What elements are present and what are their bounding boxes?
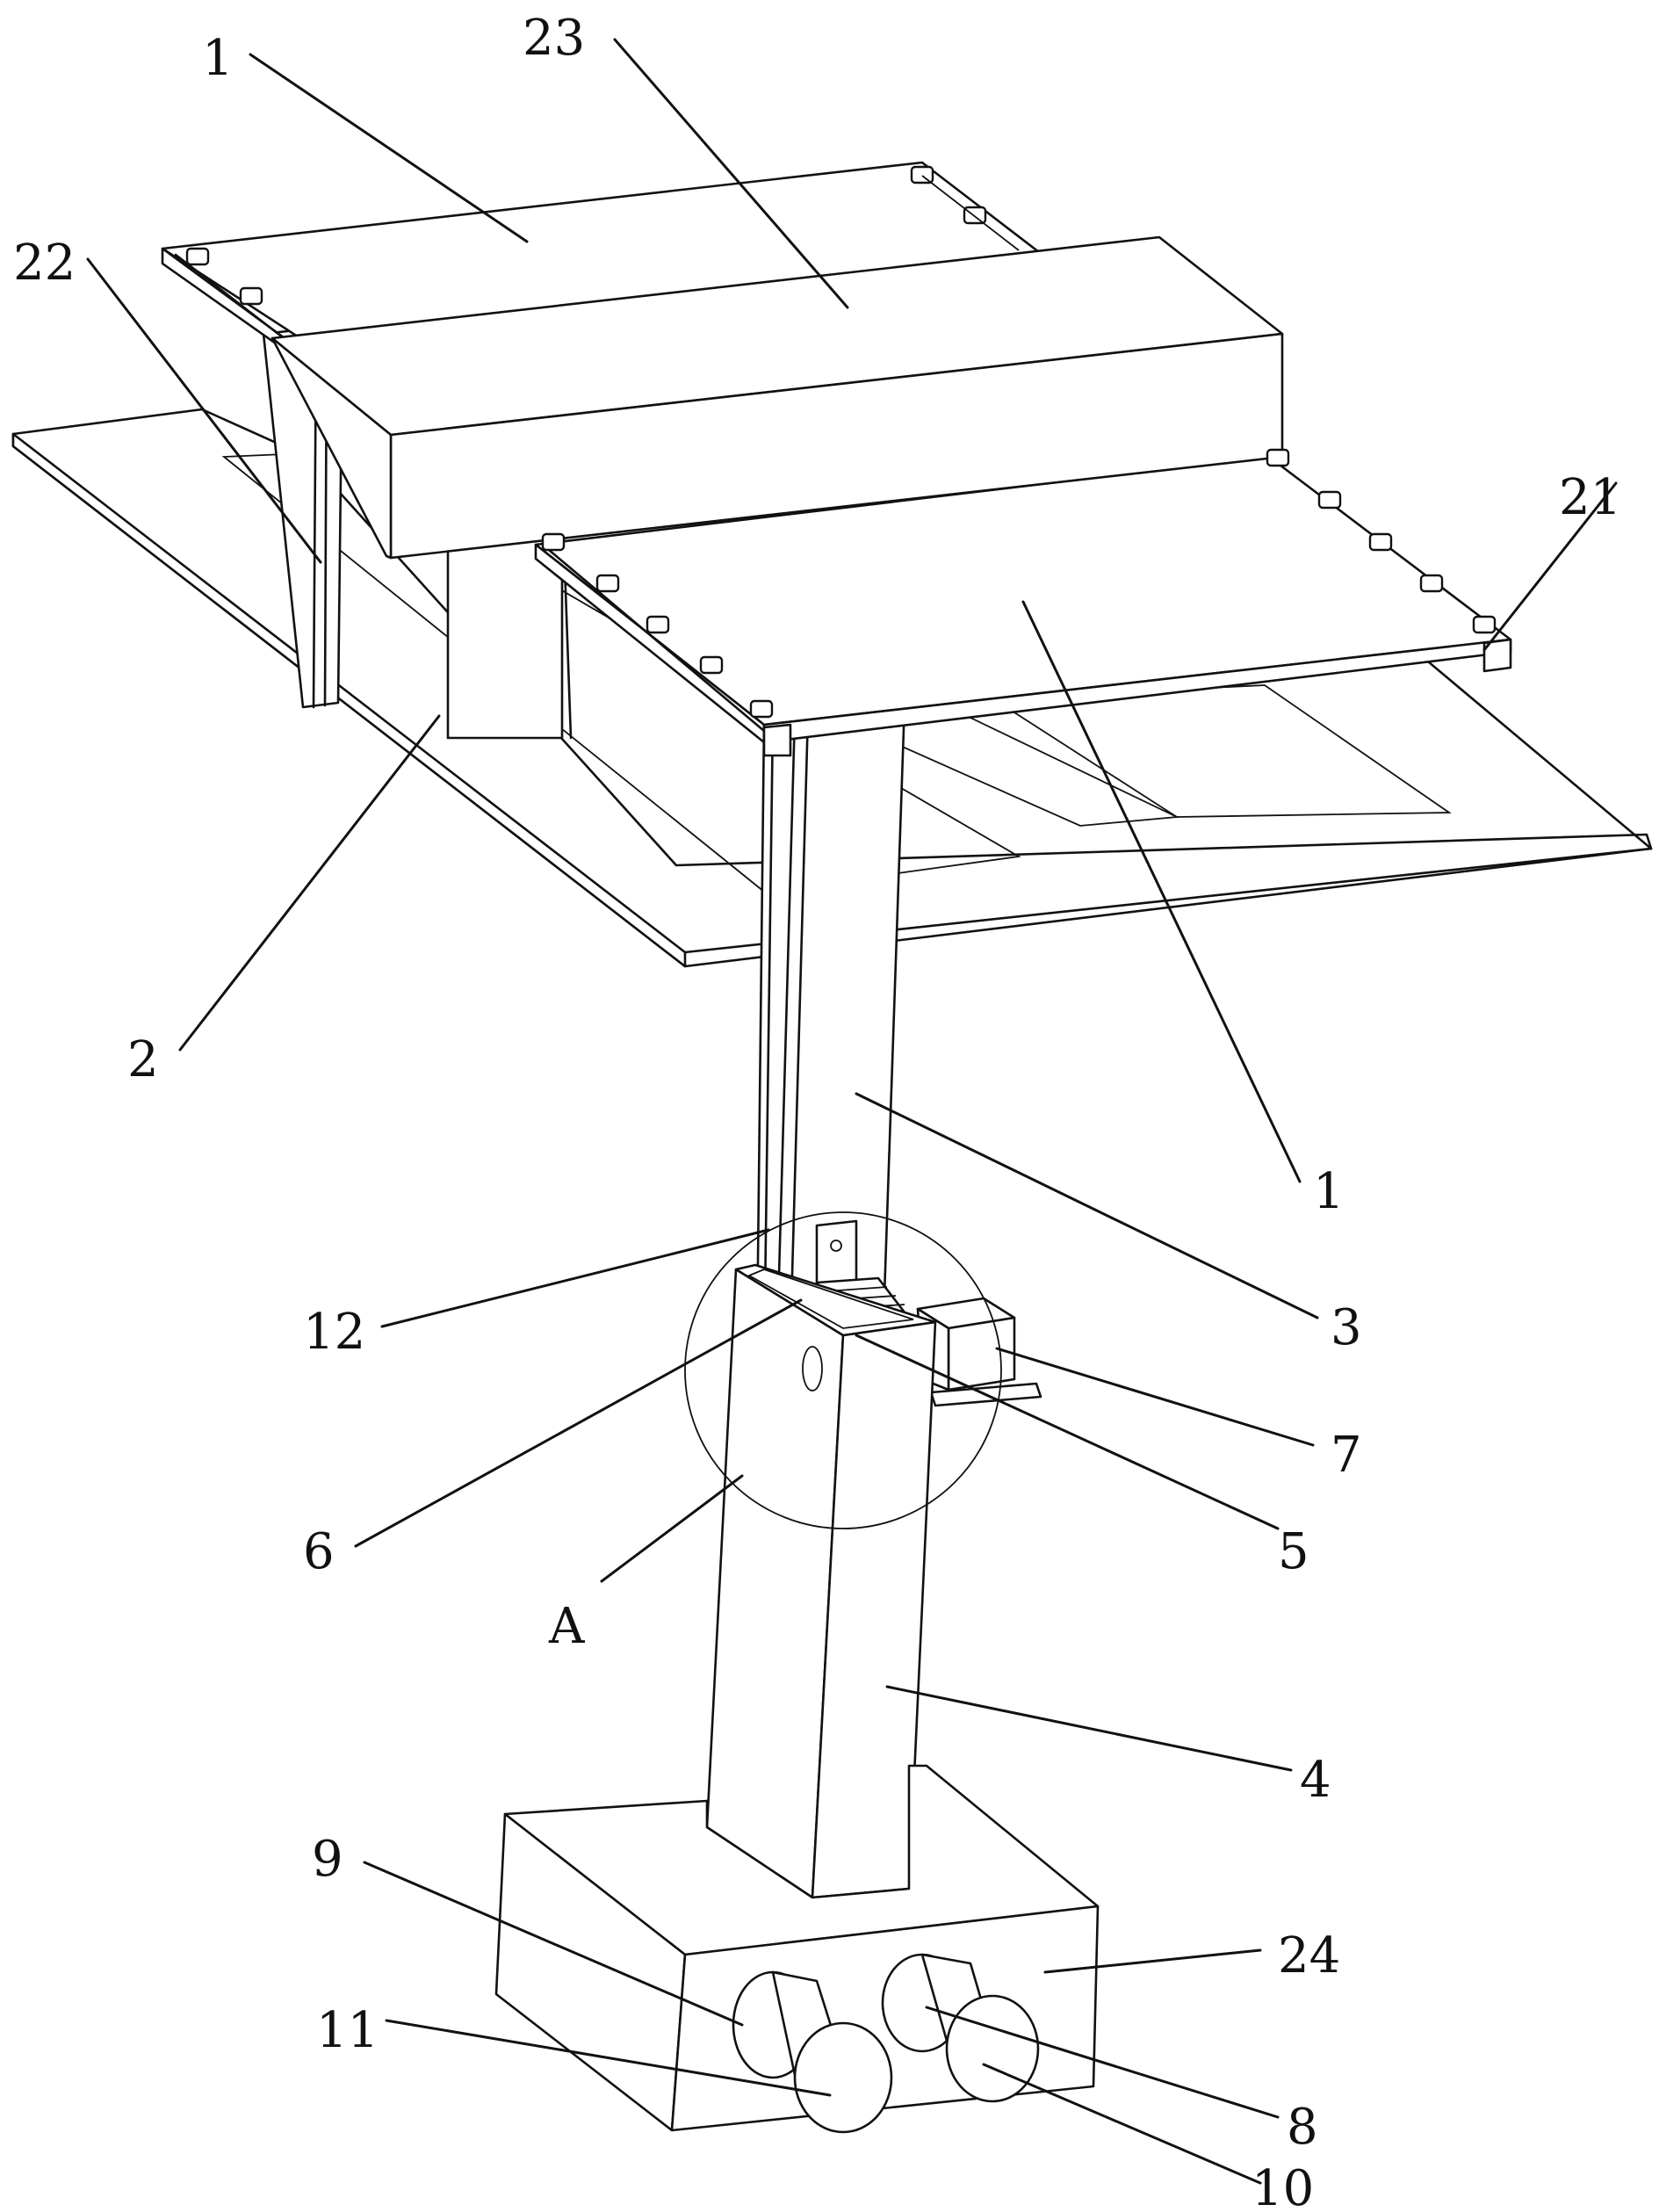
label-8: 8 <box>1287 2099 1318 2156</box>
reference-numerals: 1 23 22 21 2 1 12 3 7 6 5 A 4 9 24 11 8 … <box>13 10 1621 2212</box>
leader-lines <box>86 38 1618 2185</box>
label-1-top: 1 <box>202 30 234 87</box>
frame-plate <box>11 408 1653 968</box>
label-21: 21 <box>1559 469 1621 526</box>
label-5: 5 <box>1278 1523 1309 1580</box>
label-24: 24 <box>1278 1927 1340 1984</box>
roller-left <box>732 1970 893 2134</box>
label-10: 10 <box>1251 2160 1314 2212</box>
label-11: 11 <box>316 2002 379 2059</box>
label-6: 6 <box>303 1523 335 1580</box>
base-box <box>494 1764 1100 2134</box>
label-22: 22 <box>13 235 76 292</box>
bolts <box>185 165 1497 719</box>
label-4: 4 <box>1300 1752 1331 1809</box>
lower-sleeve <box>705 1263 937 1899</box>
label-1-right: 1 <box>1313 1163 1345 1220</box>
label-7: 7 <box>1331 1427 1362 1484</box>
roller-right <box>881 1953 1040 2103</box>
top-panel-right <box>534 455 1512 757</box>
detail-circle-a <box>684 1211 1002 1529</box>
label-12: 12 <box>303 1304 365 1361</box>
label-a: A <box>548 1598 585 1655</box>
label-3: 3 <box>1331 1299 1362 1356</box>
label-23: 23 <box>523 10 585 67</box>
label-9: 9 <box>312 1831 343 1888</box>
label-2: 2 <box>127 1031 159 1088</box>
cover-beam <box>270 235 1284 560</box>
